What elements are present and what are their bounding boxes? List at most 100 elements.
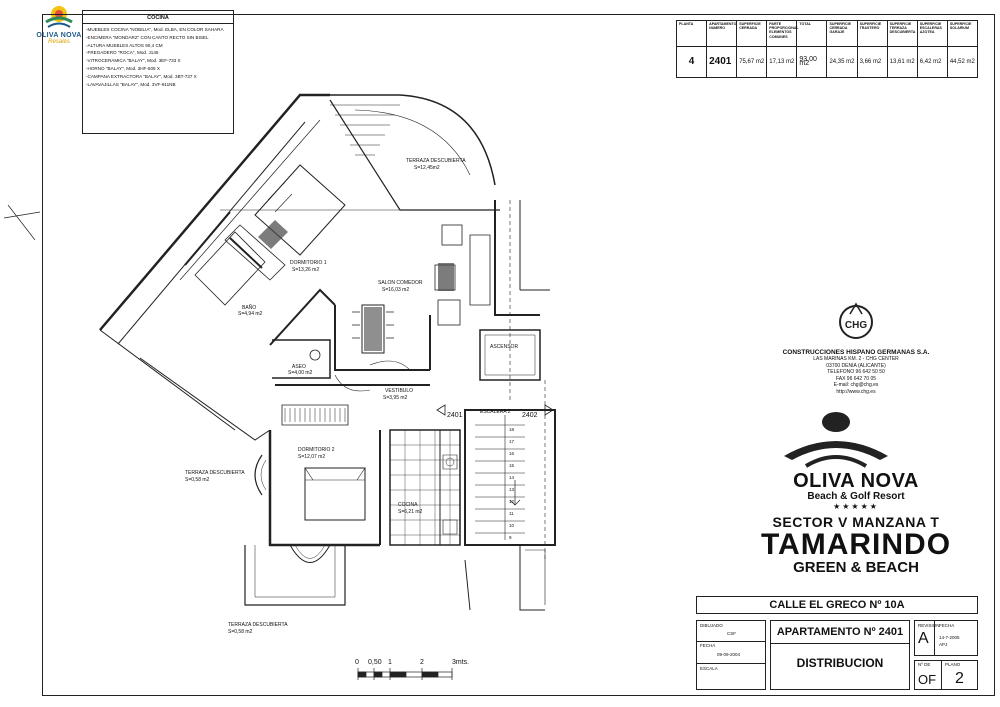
company-address-line: 03700 DENIA (ALICANTE)	[826, 362, 886, 369]
company-address-line: LAS MARINAS KM. 2 - CHG CENTER	[813, 356, 899, 362]
project-sector: SECTOR V MANZANA T	[772, 514, 940, 530]
dibujado-label: DIBUJADO	[700, 623, 723, 628]
stair-step: 18	[509, 427, 515, 432]
surfaces-header-cell: PARTE PROPORCIONAL ELEMENTOS COMUNES	[766, 20, 799, 47]
scale-tick: 0,50	[368, 659, 382, 666]
logo-name: OLIVA NOVA	[36, 32, 82, 39]
dormitorio-1-area: S=13,26 m2	[292, 267, 320, 273]
stair-step: 16	[509, 451, 515, 456]
surfaces-value-cell: 75,67 m2	[736, 46, 768, 78]
plano-box: Nº DE PLANO OF 2	[914, 660, 978, 690]
vestibulo-area: S=3,95 m2	[383, 395, 408, 401]
brand-block: OLIVA NOVA Beach & Golf Resort ★★★★★	[738, 410, 974, 511]
bano-area: S=4,94 m2	[238, 311, 263, 317]
apartment-title: APARTAMENTO Nº 2401	[776, 626, 904, 638]
surfaces-header-cell: SUPERFICIE TRASTERO	[856, 20, 888, 47]
revision-by: APJ	[939, 642, 948, 647]
salon-label: SALON COMEDOR	[378, 280, 423, 286]
stair-step: 9	[509, 535, 512, 540]
surfaces-value-cell: 44,52 m2	[946, 46, 979, 78]
fecha-value: 09-09-2004	[717, 652, 741, 657]
dormitorio-2-label: DORMITORIO 2	[298, 447, 335, 453]
stair-step: 14	[509, 475, 515, 480]
plano-label: PLANO	[945, 662, 961, 667]
surfaces-value-cell: 3,66 m2	[856, 46, 888, 78]
surfaces-value-cell: 24,35 m2	[826, 46, 858, 78]
stair-step: 12	[509, 499, 515, 504]
dormitorio-2-area: S=12,07 m2	[298, 454, 326, 460]
fecha-label: FECHA	[700, 643, 716, 648]
floor-plan	[3, 93, 556, 680]
kitchen-spec-box: COCINA -MUEBLES COCINA "NOBILIA", Mod. E…	[82, 10, 234, 134]
brand-stars: ★★★★★	[833, 502, 879, 511]
street-box: CALLE EL GRECO Nº 10A	[696, 596, 978, 614]
surfaces-value-cell: 4	[675, 46, 708, 78]
surfaces-value-cell: 2401	[706, 46, 738, 78]
chg-logo-text: CHG	[845, 320, 867, 331]
surfaces-value-cell: 93,00 m2	[796, 46, 828, 78]
company-address-line: FAX 96 642 70 05	[835, 375, 877, 382]
stair-step-numbers: 18 17 16 15 14 13 12 11 10 9	[509, 424, 514, 544]
revision-label: REVISION	[918, 623, 940, 628]
surfaces-header-cell: TOTAL	[796, 20, 828, 47]
terraza-3-label: TERRAZA DESCUBIERTA	[228, 622, 288, 628]
surfaces-header-cell: SUPERFICIE TERRAZA DESCUBIERTA	[886, 20, 918, 47]
surfaces-value-cell: 6,42 m2	[916, 46, 948, 78]
scale-tick: 1	[388, 659, 392, 666]
scale-tick: 0	[355, 659, 359, 666]
escala-label: ESCALA	[700, 666, 718, 671]
kitchen-spec-item: -LAVAVAJILLAS "BALAY", Mod. 3VF-911NB	[86, 81, 176, 87]
stair-step: 13	[509, 487, 515, 492]
divider	[934, 621, 935, 655]
terraza-2-area: S=0,58 m2	[185, 477, 210, 483]
aseo-label: ASEO	[292, 364, 306, 370]
surfaces-value-cell: 17,13 m2	[766, 46, 798, 78]
kitchen-spec-item: -HORNO "BALAY", Mod. 3HF-505 X	[86, 65, 160, 71]
company-address-line: E-mail: chg@chg.es	[833, 382, 879, 389]
bano-label: BAÑO	[242, 305, 257, 311]
dormitorio-1-label: DORMITORIO 1	[290, 260, 327, 266]
scale-tick: 2	[420, 659, 424, 666]
vestibulo-label: VESTIBULO	[385, 388, 414, 394]
kitchen-spec-item: -CAMPANA EXTRACTORA "BALAY", Mod. 3BT-73…	[86, 73, 197, 79]
surfaces-value-cell: 13,61 m2	[886, 46, 918, 78]
divider	[771, 643, 909, 644]
divider	[941, 661, 942, 689]
revision-date-label: FECHA	[939, 623, 955, 628]
kitchen-spec-item: -FREGADERO "ROCA", Mod. J145	[86, 50, 159, 56]
dibujado-value: CSF	[727, 631, 736, 636]
revision-box: REVISION FECHA A 14-7-2005 APJ	[914, 620, 978, 656]
distribucion-title: DISTRIBUCION	[796, 656, 884, 670]
cocina-label: COCINA	[398, 502, 418, 508]
surfaces-header-cell: SUPERFICIE CERRADA	[736, 20, 768, 47]
surfaces-value-row: 4 2401 75,67 m2 17,13 m2 93,00 m2 24,35 …	[675, 46, 979, 78]
aseo-area: S=4,00 m2	[288, 370, 313, 376]
surfaces-table: PLANTA APARTAMENTO NUMERO SUPERFICIE CER…	[675, 20, 979, 78]
chg-logo-icon: CHG	[839, 302, 873, 339]
divider	[697, 641, 765, 642]
company-block: CHG CONSTRUCCIONES HISPANO GERMANAS S.A.…	[738, 300, 974, 396]
logo-tagline: Resales	[48, 39, 70, 45]
brand-subtitle: Beach & Golf Resort	[807, 491, 905, 502]
surfaces-header-cell: SUPERFICIE SOLARIUM	[946, 20, 979, 47]
ascensor-label: ASCENSOR	[490, 344, 519, 350]
kitchen-spec-item: -VITROCERAMICA "BALAY", Mod. 3EF-733 X	[86, 58, 181, 64]
project-block: SECTOR V MANZANA T TAMARINDO GREEN & BEA…	[738, 514, 974, 576]
surfaces-header-cell: SUPERFICIE CERRADA GARAJE	[826, 20, 858, 47]
kitchen-spec-item: -ENCIMERA "MONDARZ" CON CANTO RECTO SIN …	[86, 34, 209, 40]
kitchen-spec-title: COCINA	[83, 11, 233, 24]
surfaces-header-row: PLANTA APARTAMENTO NUMERO SUPERFICIE CER…	[675, 20, 979, 47]
project-tag: GREEN & BEACH	[793, 559, 919, 576]
revision-letter: A	[918, 630, 929, 647]
company-address-line: TELEFONO 96 642 50 50	[827, 369, 885, 376]
surfaces-header-cell: APARTAMENTO NUMERO	[706, 20, 738, 47]
stair-step: 10	[509, 523, 515, 528]
surfaces-header-cell: PLANTA	[675, 20, 708, 47]
company-address-line: http://www.chg.es	[836, 388, 876, 395]
of-label: Nº DE	[918, 662, 931, 667]
divider	[697, 663, 765, 664]
apartment-left-number: 2401	[447, 412, 463, 419]
apartment-right-number: 2402	[522, 412, 538, 419]
oliva-nova-resales-logo: OLIVA NOVA Resales	[30, 2, 88, 54]
oliva-nova-logo-icon	[784, 412, 888, 468]
